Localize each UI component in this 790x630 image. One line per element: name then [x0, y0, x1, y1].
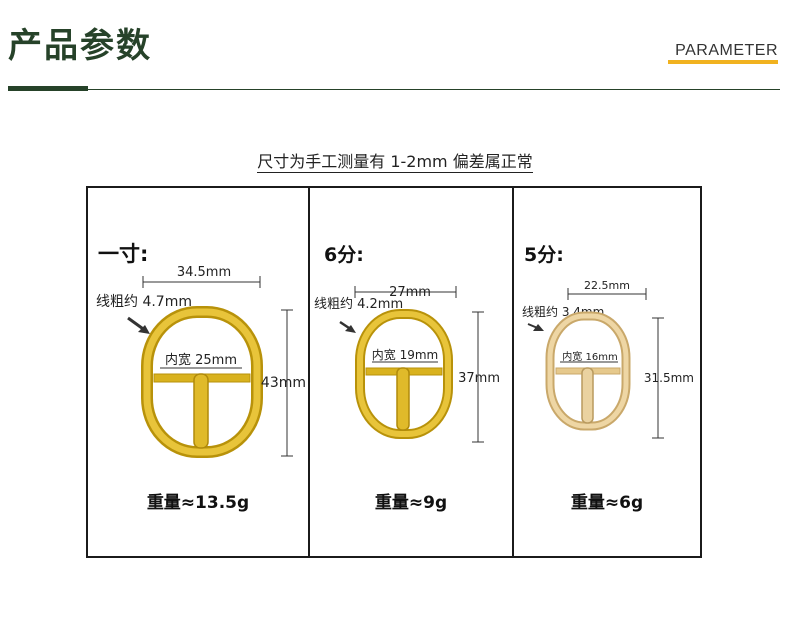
width-label: 34.5mm	[177, 265, 231, 280]
title-underline	[8, 86, 88, 91]
buckle-diagram: 34.5mm 线粗约 4.7mm 内宽 25mm 43mm	[96, 265, 306, 458]
measurement-note: 尺寸为手工测量有 1-2mm 偏差属正常	[0, 148, 790, 173]
size-name: 一寸:	[98, 242, 149, 266]
parameter-accent-bar	[668, 60, 778, 64]
inner-width-label: 内宽 25mm	[165, 352, 237, 368]
weight-label: 重量≈6g	[570, 493, 644, 513]
page-title: 产品参数	[8, 26, 152, 66]
weight-label: 重量≈13.5g	[146, 493, 250, 513]
width-label: 27mm	[389, 285, 431, 300]
height-label: 37mm	[458, 371, 500, 386]
height-label: 31.5mm	[644, 371, 694, 385]
size-name: 5分:	[524, 244, 564, 266]
column-divider	[512, 188, 514, 556]
width-label: 22.5mm	[584, 279, 630, 292]
spec-cell-6-fen: 6分: 27mm 线粗约 4.2mm 内宽 19mm 37mm 重量≈9g	[310, 188, 512, 556]
buckle-diagram: 27mm 线粗约 4.2mm 内宽 19mm 37mm	[314, 285, 500, 443]
spec-cell-5-fen: 5分: 22.5mm 线粗约 3.4mm 内宽 16mm 31.5mm 重量≈6…	[514, 188, 700, 556]
weight-label: 重量≈9g	[374, 493, 448, 513]
buckle-6-fen-icon	[355, 309, 453, 439]
column-divider	[308, 188, 310, 556]
buckle-diagram: 22.5mm 线粗约 3.4mm 内宽 16mm 31.5mm	[522, 279, 694, 439]
buckle-1-inch-icon	[141, 306, 263, 458]
parameter-label: PARAMETER	[675, 42, 778, 59]
wire-thickness-label: 线粗约 4.2mm	[314, 297, 403, 312]
wire-thickness-label: 线粗约 4.7mm	[96, 294, 192, 310]
spec-table: 一寸: 34.5mm 线粗约 4.7mm 内宽 25mm	[86, 186, 702, 558]
buckle-5-fen-icon	[545, 311, 631, 431]
size-name: 6分:	[324, 244, 364, 266]
height-label: 43mm	[261, 375, 306, 391]
inner-width-label: 内宽 16mm	[562, 350, 617, 363]
inner-width-label: 内宽 19mm	[372, 347, 438, 362]
measurement-note-text: 尺寸为手工测量有 1-2mm 偏差属正常	[257, 152, 533, 173]
header-rule	[8, 89, 780, 90]
spec-cell-1-inch: 一寸: 34.5mm 线粗约 4.7mm 内宽 25mm	[88, 188, 308, 556]
